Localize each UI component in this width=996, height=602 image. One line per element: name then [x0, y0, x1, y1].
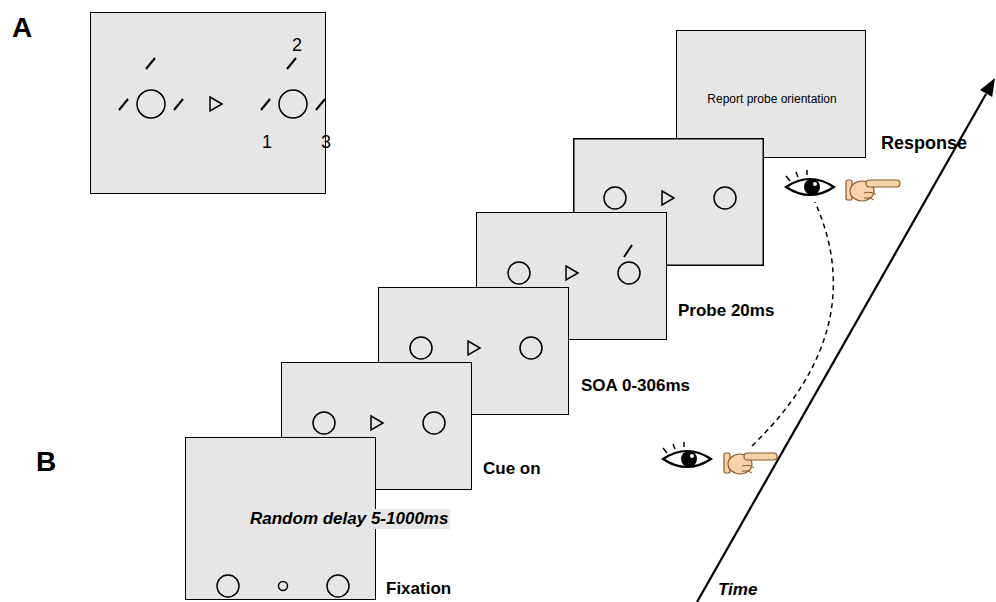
callout-number: 1 — [262, 132, 272, 153]
label-slot: Random delay 5-1000ms — [248, 509, 450, 529]
placeholder-circle — [279, 582, 288, 591]
text-slot: Cue on — [483, 459, 541, 479]
oriented-line — [146, 58, 155, 69]
frame-label: Probe 20ms — [678, 301, 774, 321]
placeholder-circle — [279, 90, 307, 118]
placeholder-circle — [520, 337, 542, 359]
eye-lashes — [786, 170, 807, 181]
text-slot: 2 — [292, 35, 302, 56]
eye-iris — [681, 451, 697, 467]
eye-outline — [663, 451, 711, 467]
oriented-line — [119, 99, 128, 110]
frame-label: Fixation — [386, 579, 451, 599]
callout-number: 3 — [321, 132, 331, 153]
label-slot: Time — [718, 580, 757, 600]
cue-arrow — [468, 341, 480, 355]
placeholder-circle — [327, 575, 349, 597]
cue-arrow — [662, 191, 674, 205]
placeholder-circle — [137, 90, 165, 118]
frame-label: Response — [881, 133, 967, 154]
eye-lashes — [663, 442, 684, 453]
cue-arrow — [210, 97, 222, 111]
eye-iris — [804, 179, 820, 195]
hand-finger — [744, 453, 777, 460]
cue-arrow — [566, 266, 578, 280]
eye-outline — [786, 179, 834, 195]
oriented-line — [624, 245, 632, 257]
text-slot: 3 — [321, 132, 331, 153]
oriented-line — [316, 99, 325, 110]
placeholder-circle — [604, 187, 626, 209]
frame-art — [91, 13, 325, 193]
eye-highlight — [813, 182, 817, 186]
cue-arrow — [371, 416, 383, 430]
placeholder-circle — [618, 262, 640, 284]
hand-folds — [742, 465, 754, 473]
eye-icon — [786, 170, 834, 195]
time-arrowhead — [980, 78, 995, 97]
text-slot: Response — [881, 133, 967, 154]
text-slot: Fixation — [386, 579, 451, 599]
hand-icon — [846, 180, 900, 201]
frame-label: SOA 0-306ms — [581, 376, 690, 396]
hand-icon — [724, 453, 777, 474]
timing-note: Time — [718, 580, 757, 600]
text-slot: Probe 20ms — [678, 301, 774, 321]
oriented-line — [261, 99, 270, 110]
placeholder-circle — [410, 337, 432, 359]
saccade-path — [752, 202, 833, 446]
oriented-line — [287, 58, 296, 69]
text-slot: Report probe orientation — [707, 89, 836, 107]
stimulus-panel: 213 — [90, 12, 326, 194]
oriented-line — [174, 99, 183, 110]
label-slot: B — [36, 446, 56, 478]
eye-highlight — [690, 454, 694, 458]
hand-folds — [864, 192, 876, 200]
text-slot: 1 — [262, 132, 272, 153]
placeholder-circle — [423, 412, 445, 434]
frame-label: Report probe orientation — [707, 92, 836, 106]
timing-note: Random delay 5-1000ms — [248, 509, 450, 529]
panel-letter: A — [12, 12, 32, 44]
placeholder-circle — [217, 575, 239, 597]
label-slot: A — [12, 12, 32, 44]
eye-icon — [663, 442, 711, 467]
panel-letter: B — [36, 446, 56, 478]
placeholder-circle — [714, 187, 736, 209]
callout-number: 2 — [292, 35, 302, 56]
frame-label: Cue on — [483, 459, 541, 479]
text-slot: SOA 0-306ms — [581, 376, 690, 396]
hand-finger — [866, 180, 900, 187]
placeholder-circle — [313, 412, 335, 434]
placeholder-circle — [508, 262, 530, 284]
